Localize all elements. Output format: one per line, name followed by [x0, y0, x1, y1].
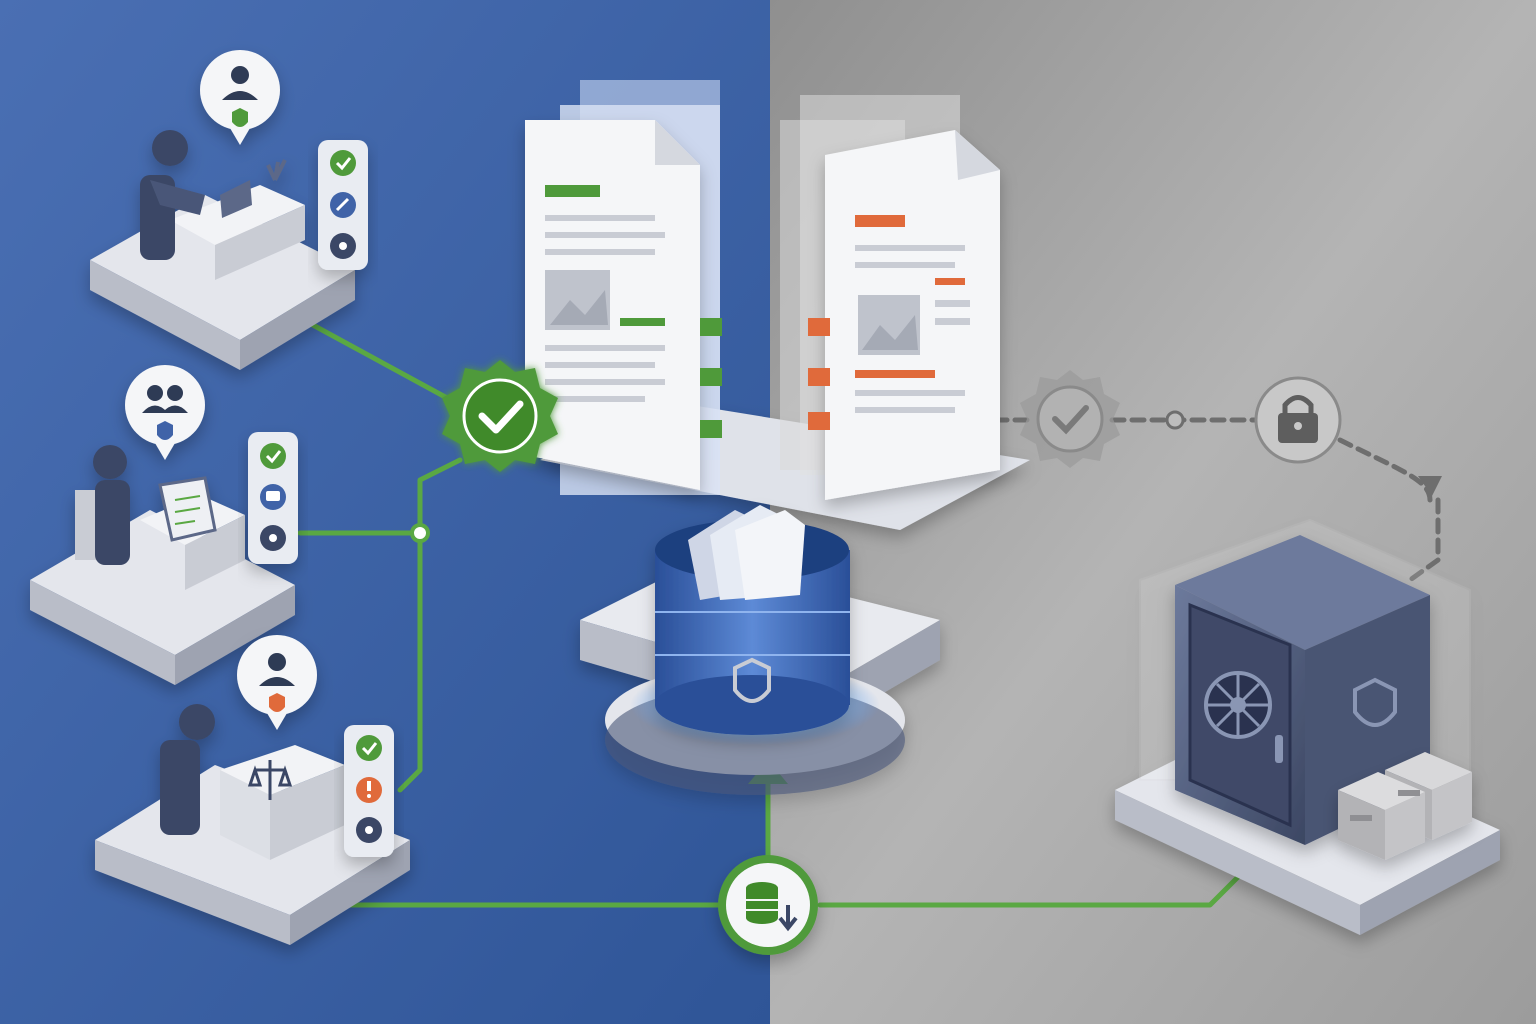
user-icon [231, 66, 249, 84]
shield-icon [733, 657, 771, 703]
team-workstation [30, 445, 295, 685]
secure-repository [655, 505, 850, 735]
muted-junction-dot [1165, 410, 1185, 430]
scales-icon [247, 760, 293, 800]
team-status-bar [248, 432, 298, 564]
check-icon [478, 400, 524, 434]
team-role-badge [125, 365, 205, 460]
shield-icon [232, 108, 248, 127]
reviewer-status-bar [318, 140, 368, 270]
legal-workstation [95, 704, 410, 945]
approval-badge [442, 360, 558, 472]
check-icon [356, 735, 382, 761]
approved-tab [700, 368, 722, 386]
archive-node [718, 855, 818, 955]
pending-document-stack [780, 95, 1000, 500]
approved-document [525, 120, 700, 490]
lock-node [1254, 376, 1342, 464]
approved-tab [700, 318, 722, 336]
pending-tab [808, 368, 830, 386]
check-icon [330, 150, 356, 176]
lock-icon [1278, 395, 1318, 443]
approved-tab [700, 420, 722, 438]
database-download-icon [746, 882, 798, 932]
muted-approval-badge [1020, 370, 1120, 468]
shield-icon [1353, 677, 1397, 727]
pending-tab [808, 318, 830, 336]
redacted-document [825, 130, 1000, 500]
archive-boxes [1338, 752, 1472, 860]
reviewer-role-badge [200, 50, 280, 145]
check-icon [260, 443, 286, 469]
approved-document-stack [525, 80, 722, 495]
user-icon [268, 653, 286, 671]
arrow-down-icon [1418, 476, 1442, 496]
check-icon [1052, 405, 1089, 435]
shield-icon [157, 421, 173, 440]
team-icon [147, 385, 163, 401]
legal-role-badge [237, 635, 317, 730]
legal-status-bar [344, 725, 394, 857]
reviewer-workstation [90, 130, 355, 370]
shield-icon [269, 693, 285, 712]
pending-tab [808, 412, 830, 430]
